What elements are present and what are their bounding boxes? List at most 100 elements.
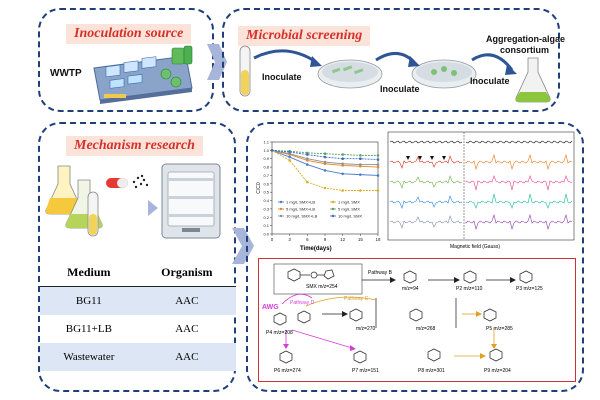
x-tick-label: 9 [324,237,327,242]
data-point [341,162,344,166]
data-point [376,174,380,177]
x-tick-label: 15 [358,237,364,242]
data-point [376,165,380,169]
smx-molecule-icon [287,268,335,282]
flask-icon [515,57,551,103]
data-point [341,153,344,156]
pathway-box [258,258,576,382]
mid-product-1: P4 m/z=208 [266,330,293,336]
legend-label: 10 mg/L SMX+LB [286,214,318,219]
esr-trace [465,213,573,231]
medium-header: Medium [40,258,138,287]
mid-product-3: m/z=268 [416,326,436,332]
legend-label: 1 mg/L SMX+LB [286,200,315,205]
data-point [306,163,309,166]
top-product-1: m/z=94 [402,286,419,292]
esr-peak-marker [418,156,422,160]
data-point [288,155,291,159]
legend-label: 1 mg/L SMX [338,200,360,205]
incubator-icon [161,163,221,239]
y-tick-label: 0.4 [263,198,269,203]
medium-cell: Wastewater [40,343,138,371]
y-tick-label: 0.7 [263,173,269,178]
data-point [306,180,309,184]
x-tick-label: 12 [340,237,346,242]
organism-cell: AAC [175,323,199,335]
y-tick-label: 0.3 [263,206,269,211]
top-product-3: P3 m/z=125 [516,286,543,292]
data-point [359,163,362,166]
petri-dish-colonies-icon [411,59,477,89]
data-point [376,189,380,192]
organism-header: Organism [137,258,236,287]
esr-trace [389,140,463,144]
y-tick-label: 1.0 [263,148,269,153]
legend-marker [279,200,283,204]
y-tick-label: 0.8 [263,165,269,170]
inoculate-label-2: Inoculate [380,84,420,94]
y-tick-label: 0.2 [263,215,269,220]
test-tube-icon [239,45,251,97]
data-point [359,173,362,176]
legend-label: 5 mg/L SMX [338,207,360,212]
table-row: Wastewater AAC [40,343,236,371]
inoculation-panel [38,8,214,112]
table-row: BG11+LB AAC [40,315,236,343]
esr-trace [465,175,573,191]
data-point [376,158,380,161]
screening-title: Microbial screening [238,26,371,46]
top-product-2: P2 m/z=110 [456,286,483,292]
inoculate-label-1: Inoculate [262,72,302,82]
y-tick-label: 0.6 [263,181,269,186]
awg-label: AWG [262,304,279,311]
data-point [341,172,344,176]
data-point [288,150,291,154]
chart-ylabel: C/C0 [256,182,262,194]
arrow-to-results-icon [232,228,254,264]
pathway-c-label: Pathway C [344,296,369,302]
y-tick-label: 0.1 [263,223,269,228]
lab-equipment [45,163,221,239]
esr-peak-marker [442,156,446,160]
powder-dots-icon [132,174,149,189]
data-point [359,154,362,157]
wwtp-plant-icon [93,45,193,104]
x-tick-label: 18 [375,237,381,242]
inoculation-title: Inoculation source [66,24,192,44]
consortium-label-line1: Aggregation-algae [486,34,566,44]
esr-spectra [387,131,575,241]
consortium-label-line2: consortium [500,45,550,55]
mechanism-panel [38,122,236,392]
legend-label: 10 mg/L SMX [338,214,362,219]
data-point [323,169,327,172]
inoculate-label-3: Inoculate [470,76,510,86]
pathway-diagram [273,263,533,364]
gear-arrow-icon [148,200,158,216]
esr-trace [389,155,463,169]
data-point [323,186,327,190]
data-point [341,189,344,192]
data-point [323,152,327,156]
bottom-product-2: P7 m/z=151 [352,368,379,374]
data-point [359,157,362,161]
results-panel [246,122,584,392]
medium-table: Medium Organism BG11 AAC BG11+LB AAC Was… [40,258,236,371]
esr-trace [465,140,573,144]
data-point [288,159,291,162]
esr-peak-marker [406,156,410,160]
mid-product-2: m/z=270 [356,326,376,332]
medium-cell: BG11+LB [65,323,112,335]
bottom-product-4: P9 m/z=204 [484,368,511,374]
y-tick-label: 0.5 [263,190,269,195]
esr-trace [389,215,463,229]
screening-flow [239,45,551,103]
medium-cell: BG11 [40,286,138,315]
smx-label: SMX m/z=254 [306,284,338,290]
esr-trace [389,195,463,209]
chart-xlabel: Time(days) [300,246,332,252]
organism-cell: AAC [137,286,236,315]
data-point [359,189,362,192]
legend-marker [331,200,335,204]
legend-marker [331,214,335,218]
data-point [376,154,380,157]
